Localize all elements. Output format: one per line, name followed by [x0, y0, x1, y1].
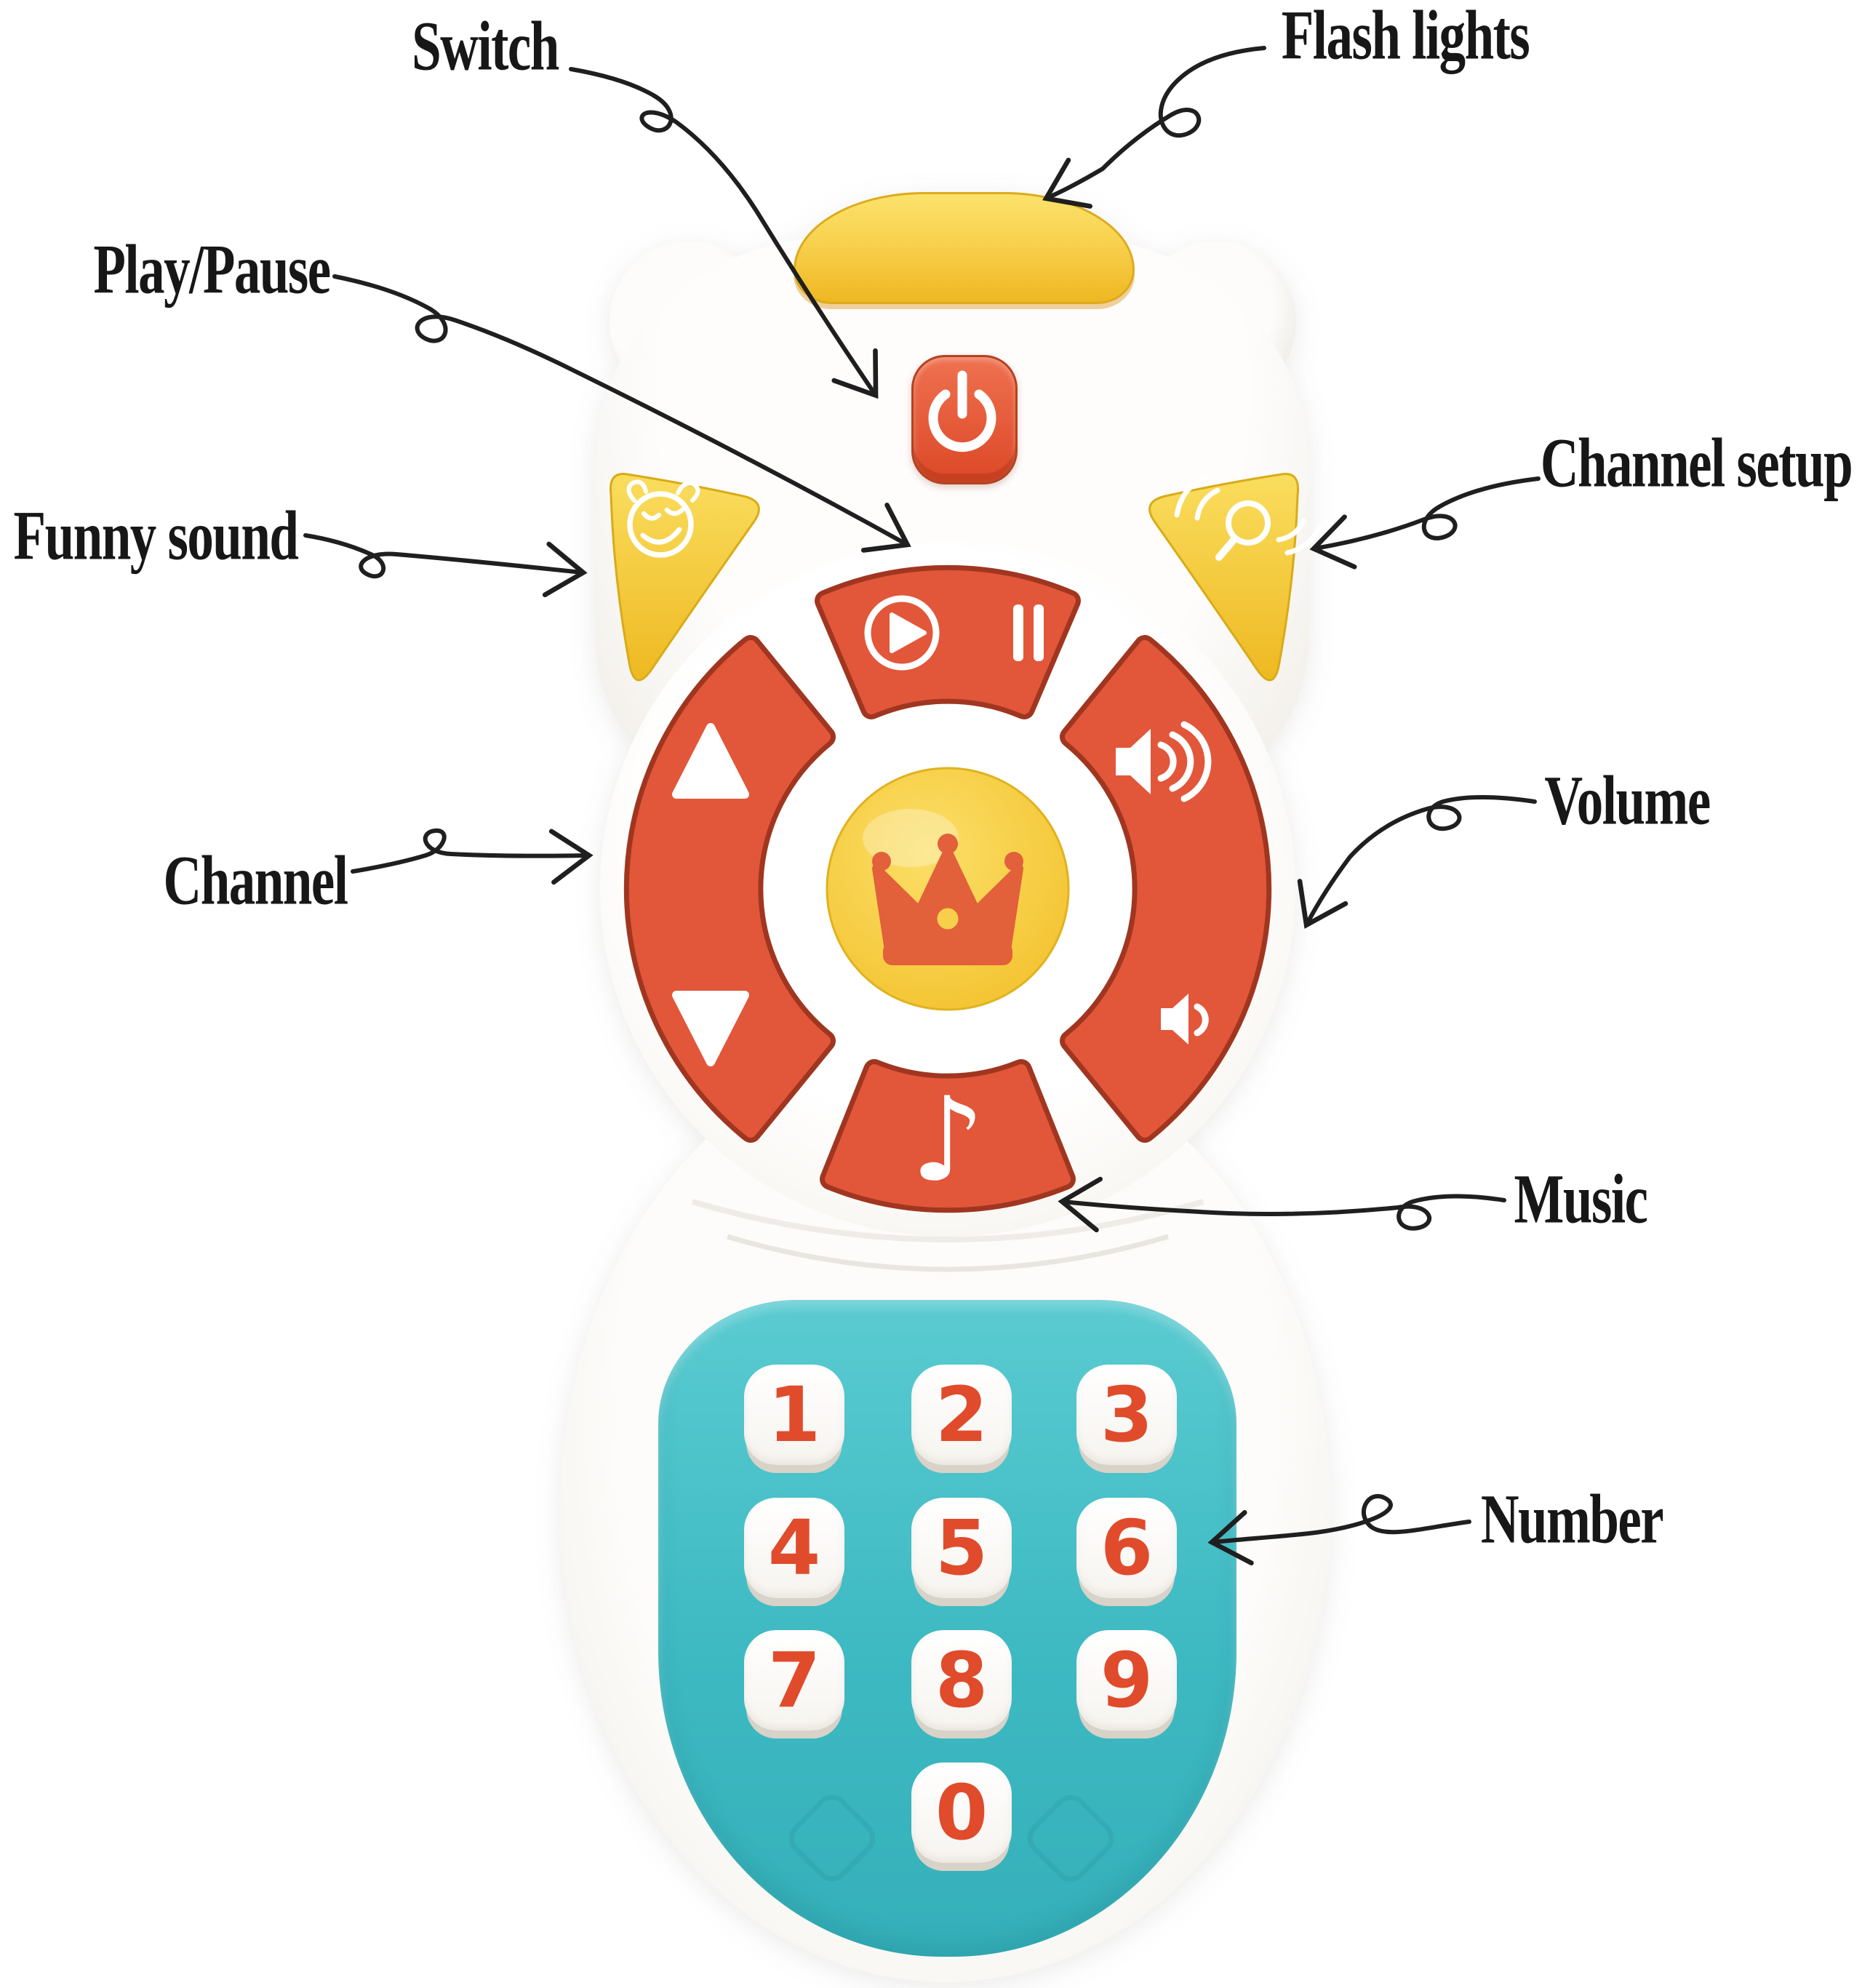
power-icon: [928, 370, 996, 452]
digit-button-4[interactable]: 4: [744, 1498, 844, 1598]
label-play-pause: Play/Pause: [93, 230, 331, 308]
label-music: Music: [1514, 1159, 1648, 1238]
label-channel: Channel: [163, 841, 348, 919]
digit-button-2[interactable]: 2: [911, 1365, 1012, 1465]
label-funny-sound: Funny sound: [13, 496, 299, 575]
digit-button-5[interactable]: 5: [911, 1498, 1012, 1598]
label-number: Number: [1480, 1480, 1664, 1558]
control-pad-base: [600, 541, 1295, 1237]
flash-light-bar[interactable]: [794, 192, 1135, 304]
digit-button-0[interactable]: 0: [911, 1763, 1012, 1863]
label-switch: Switch: [412, 7, 559, 85]
digit-button-7[interactable]: 7: [744, 1630, 844, 1730]
digit-button-9[interactable]: 9: [1076, 1630, 1177, 1730]
power-button[interactable]: [911, 355, 1018, 484]
digit-button-6[interactable]: 6: [1076, 1498, 1177, 1598]
label-volume: Volume: [1544, 761, 1711, 839]
label-flash-lights: Flash lights: [1281, 0, 1530, 74]
digit-button-1[interactable]: 1: [744, 1365, 844, 1465]
label-channel-setup: Channel setup: [1540, 423, 1853, 502]
digit-button-3[interactable]: 3: [1076, 1365, 1177, 1465]
digit-button-8[interactable]: 8: [911, 1630, 1012, 1730]
